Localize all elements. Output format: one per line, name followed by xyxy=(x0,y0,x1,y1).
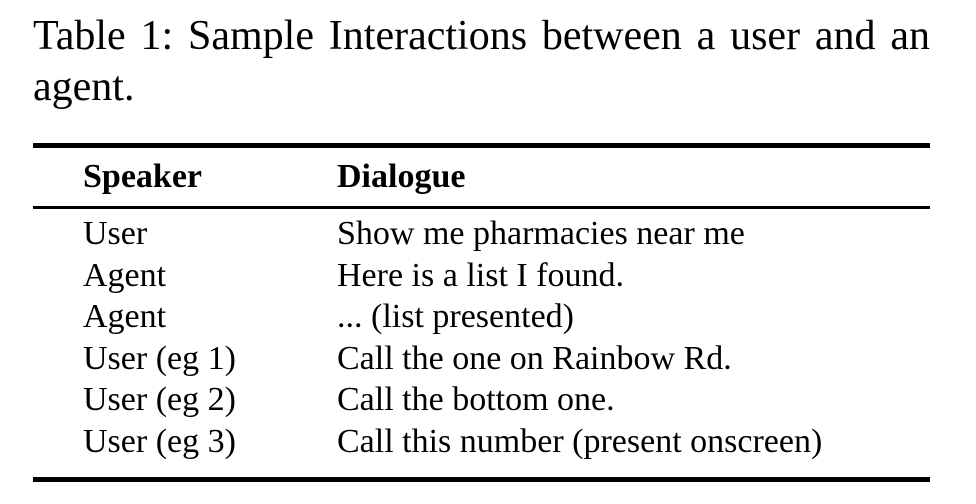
table-row: User (eg 2) Call the bottom one. xyxy=(83,379,930,421)
table-mid-rule xyxy=(33,206,930,209)
column-header-speaker: Speaker xyxy=(83,158,202,195)
table-row: User (eg 3) Call this number (present on… xyxy=(83,421,930,463)
speaker-cell: User (eg 2) xyxy=(83,381,236,418)
dialogue-cell: Here is a list I found. xyxy=(337,256,625,294)
table-row: User Show me pharmacies near me xyxy=(83,213,930,255)
interactions-table: Speaker Dialogue User Show me pharmacies… xyxy=(33,143,930,482)
table-row: Agent Here is a list I found. xyxy=(83,255,930,297)
speaker-cell: Agent xyxy=(83,298,167,335)
table-row: Agent ... (list presented) xyxy=(83,296,930,338)
table-caption-line-2: agent. xyxy=(33,64,135,110)
speaker-cell: User (eg 3) xyxy=(83,422,236,460)
dialogue-cell: ... (list presented) xyxy=(337,298,574,335)
table-caption: Table 1: Sample Interactions between a u… xyxy=(33,11,930,113)
table-bottom-rule xyxy=(33,477,930,482)
dialogue-cell: Call this number (present onscreen) xyxy=(337,422,823,460)
table-row: User (eg 1) Call the one on Rainbow Rd. xyxy=(83,338,930,380)
dialogue-cell: Call the bottom one. xyxy=(337,381,615,418)
table-top-rule xyxy=(33,143,930,148)
table-body: User Show me pharmacies near me Agent He… xyxy=(33,209,930,477)
dialogue-cell: Call the one on Rainbow Rd. xyxy=(337,339,732,377)
speaker-cell: User (eg 1) xyxy=(83,339,236,377)
table-caption-line-1: Table 1: Sample Interactions between a u… xyxy=(33,13,930,59)
table-header-row: Speaker Dialogue xyxy=(33,148,930,206)
speaker-cell: User xyxy=(83,215,148,252)
speaker-cell: Agent xyxy=(83,256,167,294)
dialogue-cell: Show me pharmacies near me xyxy=(337,215,745,252)
column-header-dialogue: Dialogue xyxy=(337,158,466,195)
